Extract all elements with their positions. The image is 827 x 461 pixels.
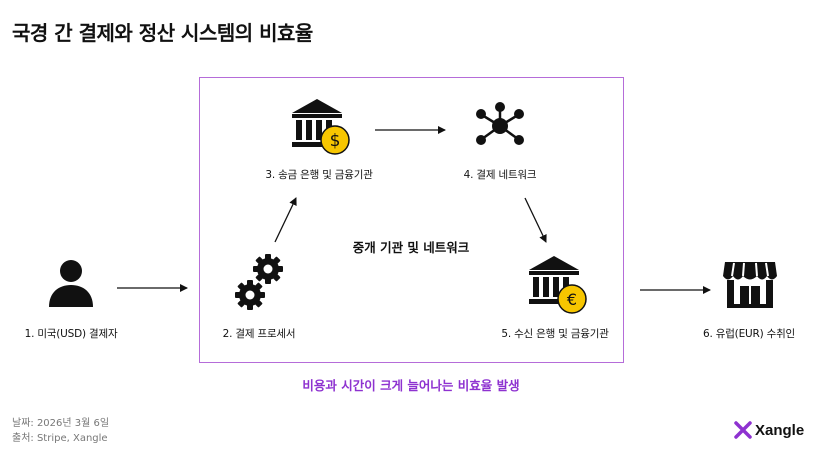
intermediary-label: 중개 기관 및 네트워크: [352, 240, 470, 255]
page-title: 국경 간 결제와 정산 시스템의 비효율: [12, 21, 313, 45]
arrow-4-to-5: [524, 197, 547, 243]
svg-text:€: €: [567, 290, 577, 309]
storefront-icon: [723, 262, 777, 308]
bank-euro-icon: €: [529, 256, 587, 314]
node-label-payer: 1. 미국(USD) 결제자: [24, 328, 118, 340]
bank-dollar-icon: $: [292, 99, 350, 155]
node-label-sending-bank: 3. 송금 은행 및 금융기관: [265, 169, 373, 181]
person-icon: [49, 260, 93, 307]
inefficiency-callout: 비용과 시간이 크게 늘어나는 비효율 발생: [302, 378, 520, 393]
intermediary-box: [199, 77, 624, 363]
gears-icon: [235, 254, 283, 310]
node-label-payee: 6. 유럽(EUR) 수취인: [702, 328, 796, 340]
xangle-logo-icon: [734, 421, 752, 439]
node-label-receiving-bank: 5. 수신 은행 및 금융기관: [501, 328, 609, 340]
brand-name: Xangle: [755, 421, 805, 439]
network-icon: [476, 102, 524, 145]
svg-text:$: $: [330, 131, 341, 151]
footer-date: 날짜: 2026년 3월 6일: [12, 418, 110, 429]
brand-logo: Xangle: [734, 421, 804, 439]
arrow-2-to-3: [274, 197, 297, 243]
node-label-network: 4. 결제 네트워크: [463, 169, 537, 181]
node-label-processor: 2. 결제 프로세서: [222, 328, 296, 340]
footer-source: 출처: Stripe, Xangle: [12, 433, 108, 444]
